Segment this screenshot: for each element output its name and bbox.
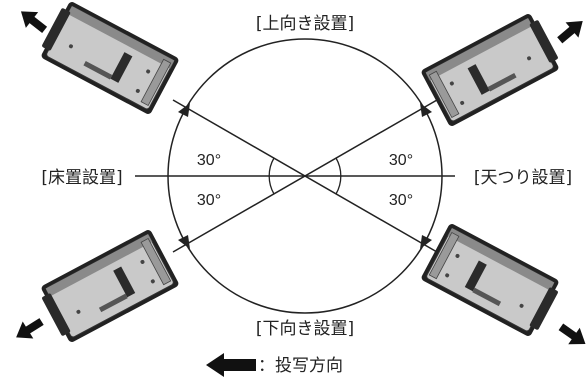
- projection-direction-arrow-icon-lower-right: [555, 318, 587, 353]
- projector-icon-upper-right: [419, 10, 564, 128]
- angle-label-upper-right: 30°: [389, 152, 413, 169]
- projection-direction-arrow-icon-upper-right: [553, 13, 587, 48]
- legend: ：投写方向: [206, 353, 343, 377]
- legend-text: ：投写方向: [258, 356, 343, 376]
- diagonal-line-ascending: [172, 99, 438, 253]
- projection-direction-arrow-icon-lower-left: [10, 313, 47, 346]
- arc-arrowheads: [178, 103, 432, 249]
- projector-icon-lower-right: [419, 222, 564, 340]
- center-angle-arc-right: [335, 157, 342, 195]
- projector-icon-upper-left: [36, 0, 181, 116]
- label-left-floor-installation: [床置設置]: [41, 168, 122, 188]
- projector-icon-lower-left: [36, 228, 181, 346]
- label-bottom-downward-installation: [下向き設置]: [256, 319, 354, 339]
- angle-label-upper-left: 30°: [197, 152, 221, 169]
- projection-direction-arrow-icon: [206, 353, 256, 377]
- angle-label-lower-left: 30°: [197, 192, 221, 209]
- projection-direction-arrow-icon-upper-left: [14, 3, 51, 38]
- label-right-ceiling-installation: [天つり設置]: [474, 168, 572, 188]
- label-top-upward-installation: [上向き設置]: [256, 14, 354, 34]
- center-angle-arc-left: [268, 157, 275, 195]
- angle-label-lower-right: 30°: [389, 192, 413, 209]
